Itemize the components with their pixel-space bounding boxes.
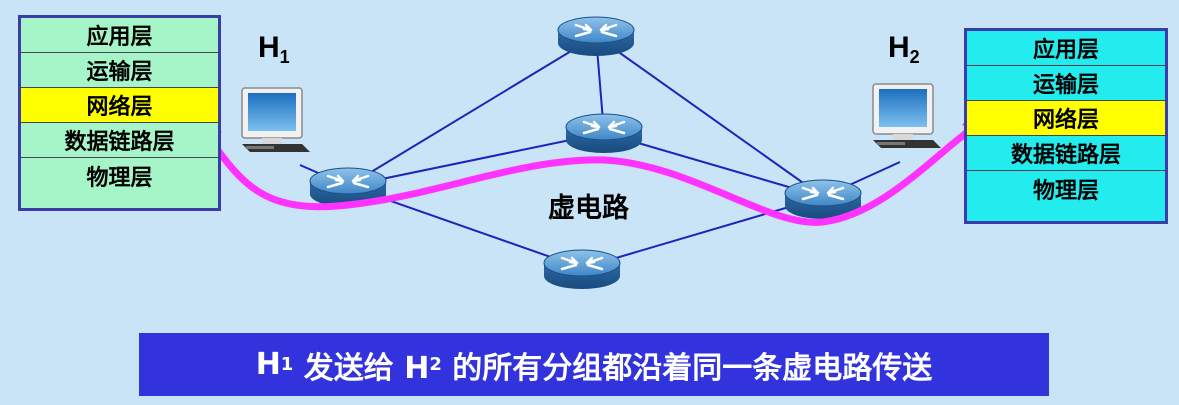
caption-host-1-subscript: 1 [280, 354, 294, 375]
router-middle-icon [564, 112, 644, 155]
layer-physical: 物理层 [86, 165, 153, 191]
layer-transport: 运输层 [21, 53, 218, 88]
layer-network: 网络层 [967, 101, 1165, 136]
layer-transport: 运输层 [967, 66, 1165, 101]
router-top-icon [556, 15, 636, 58]
virtual-circuit-label: 虚电路 [548, 193, 629, 224]
caption-host-1: H [255, 347, 281, 382]
caption-end: 的所有分组都沿着同一条虚电路传送 [441, 350, 933, 386]
protocol-stack-h1: 应用层 运输层 网络层 数据链路层 物理层 [18, 15, 221, 211]
host-h1-label: H1 [258, 31, 290, 67]
router-bottom-icon [542, 248, 622, 291]
link-rtop-r2 [595, 35, 824, 198]
link-rmid-r2 [603, 132, 824, 198]
layer-data-link: 数据链路层 [21, 123, 218, 158]
link-rbottom-r2 [581, 196, 824, 269]
link-r1-rtop [347, 35, 597, 187]
layer-data-link: 数据链路层 [967, 136, 1165, 171]
host-h2-label: H2 [888, 31, 920, 67]
layer-physical: 物理层 [1032, 178, 1099, 204]
caption-middle: 发送给 H [293, 350, 430, 386]
caption-host-2-subscript: 2 [429, 354, 442, 375]
protocol-stack-h2: 应用层 运输层 网络层 数据链路层 物理层 [964, 28, 1168, 224]
virtual-circuit-path [201, 126, 974, 226]
link-r1-rmid [347, 132, 605, 187]
layer-application: 应用层 [967, 31, 1165, 66]
layer-network: 网络层 [21, 88, 218, 123]
host-h2-computer-icon [872, 83, 942, 149]
host-h1-computer-icon [241, 87, 311, 153]
layer-application: 应用层 [21, 18, 218, 53]
